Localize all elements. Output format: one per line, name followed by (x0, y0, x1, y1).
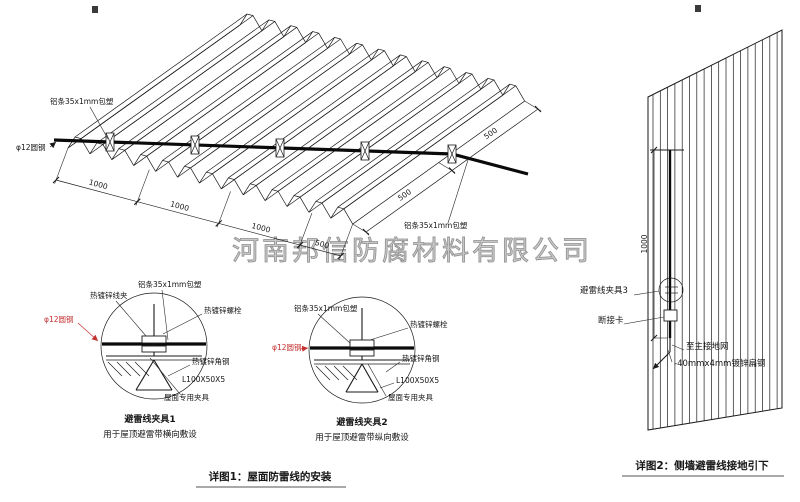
bolt-label: 热镀锌螺栓 (204, 305, 242, 315)
aluminum-strip-label: 铝条35x1mm包塑 (50, 96, 114, 106)
roof-clamp-label: 屋面专用夹具 (388, 392, 433, 402)
clamp1-title: 避雷线夹具1 (124, 413, 175, 425)
dim-label-500: 500 (314, 238, 330, 250)
round-steel-label: φ12圆钢 (272, 342, 302, 352)
disconnect-card-label: 断接卡 (598, 315, 624, 326)
wire-clip-label: 热镀锌线夹 (90, 290, 128, 300)
detail2-caption: 详图2：侧墙避雷线接地引下 (635, 459, 769, 472)
corner-mark (92, 6, 98, 13)
clamp3-label: 避雷线夹具3 (580, 285, 628, 296)
round-steel-label: φ12圆钢 (44, 314, 74, 324)
clamp-detail-1: 铝条35x1mm包塑 热镀锌线夹 热镀锌螺栓 φ12圆钢 热镀锌角钢 L100X… (44, 279, 242, 440)
clamp2-subtitle: 用于屋顶避雷带纵向敷设 (315, 432, 409, 443)
to-ground-grid-label: 至主接地网 (686, 341, 729, 352)
angle-size-label: L100X50X5 (396, 376, 439, 385)
bolt-label: 热镀锌螺栓 (410, 319, 448, 329)
company-watermark: 河南邦信防腐材料有限公司 (232, 236, 592, 267)
clamp3-callout-circle (658, 277, 684, 303)
clamp-detail-2: 铝条35x1mm包塑 热镀锌螺栓 φ12圆钢 热镀锌角钢 L100X50X5 屋… (272, 296, 448, 443)
corner-mark (695, 5, 701, 12)
clamp2-title: 避雷线夹具2 (336, 416, 387, 428)
roof-clamp-label: 屋面专用夹具 (164, 392, 209, 402)
roof-annotations: 铝条35x1mm包塑 φ12圆钢 铝条35x1mm包塑 (16, 96, 469, 230)
roof-lightning-wire (53, 138, 529, 176)
aluminum-strip-label: 铝条35x1mm包塑 (294, 303, 358, 313)
aluminum-strip-label: 铝条35x1mm包塑 (138, 279, 202, 289)
detail1-caption: 详图1：屋面防雷线的安装 (209, 470, 332, 483)
roof-isometric-drawing (67, 13, 526, 225)
round-steel-label: φ12圆钢 (16, 142, 46, 152)
disconnect-card-symbol (663, 309, 678, 322)
roof-right-dimensions: 500 500 (352, 100, 542, 236)
angle-size-label: L100X50X5 (182, 375, 225, 384)
captions: 详图1：屋面防雷线的安装 详图2：侧墙避雷线接地引下 (196, 459, 784, 488)
angle-steel-label: 热镀锌角钢 (192, 356, 230, 366)
angle-steel-label: 热镀锌角钢 (402, 353, 440, 363)
wall-detail-drawing: 1000 避雷线夹具3 断接卡 至主接地网 -40mmx4mm镀锌扁钢 (580, 29, 783, 431)
flat-steel-label: -40mmx4mm镀锌扁钢 (674, 358, 765, 369)
aluminum-strip-label: 铝条35x1mm包塑 (404, 220, 468, 230)
dim-label-1000: 1000 (640, 234, 649, 253)
clamp1-subtitle: 用于屋顶避雷带横向敷设 (103, 429, 197, 440)
